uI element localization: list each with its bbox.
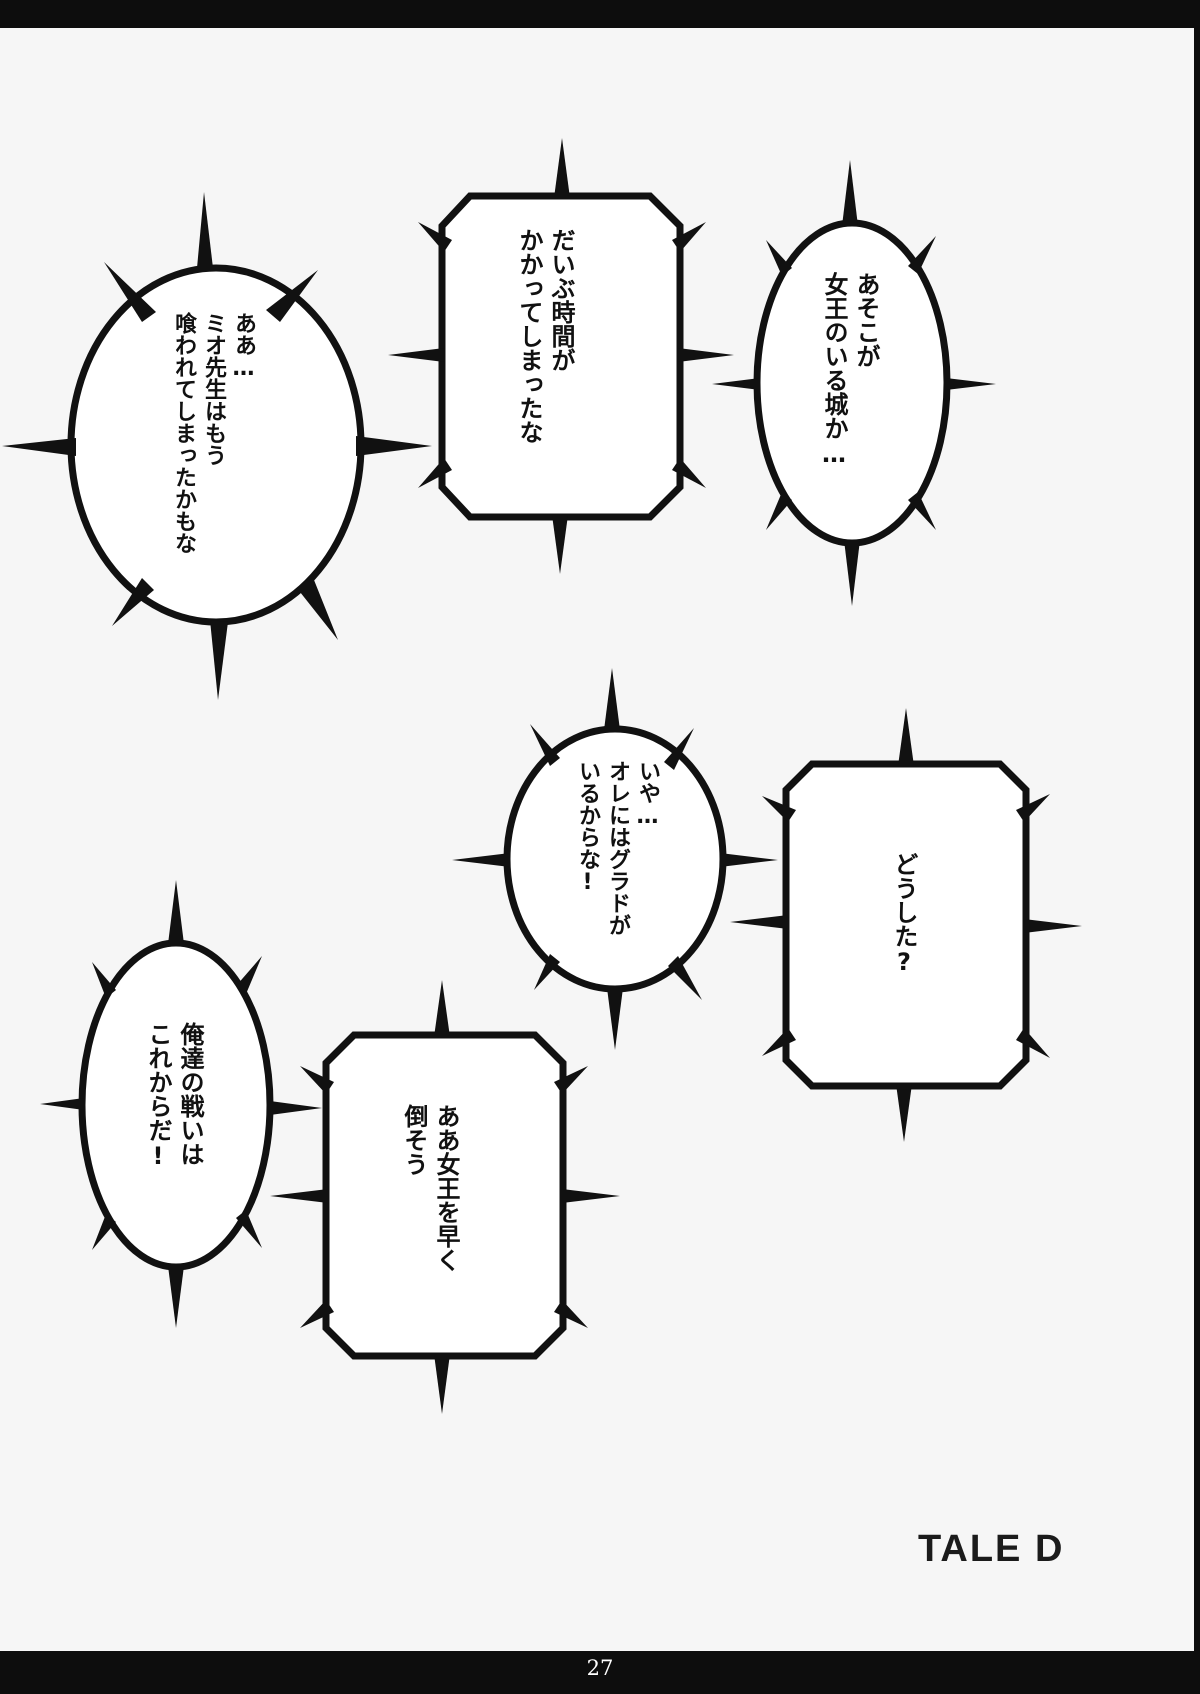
balloon-b6-text: ああ女王を早く 倒そう (398, 1104, 462, 1272)
balloon-b4-text: どうした? (888, 852, 920, 976)
balloon-b4-shape (782, 760, 1030, 1090)
balloon-b2-line-2: かかってしまったな (515, 228, 543, 444)
balloon-b6-line-2: 倒そう (400, 1104, 428, 1176)
balloon-b3-line-3: 喰われてしまったかもな (171, 312, 196, 554)
balloon-b7-line-2: これからだ! (144, 1022, 172, 1170)
balloon-b6-shape (322, 1031, 567, 1360)
balloon-b5-line-2: オレにはグラドが (605, 760, 630, 936)
balloon-b2-text: だいぶ時間が かかってしまったな (513, 228, 577, 444)
balloon-b1-line-2: 女王のいる城か… (820, 272, 848, 468)
balloon-b4-line-1: どうした? (890, 852, 918, 976)
balloon-b1-line-1: あそこが (852, 272, 880, 368)
balloon-b3-line-1: ああ… (231, 312, 256, 381)
balloon-b7-text: 俺達の戦いは これからだ! (142, 1022, 206, 1170)
balloon-b5-line-3: いるからな! (575, 760, 600, 895)
balloon-b7-line-1: 俺達の戦いは (176, 1022, 204, 1166)
balloon-b2-line-1: だいぶ時間が (547, 228, 575, 372)
page-number: 27 (586, 1656, 614, 1680)
brand-logo-text: TALE D (918, 1528, 1065, 1570)
balloon-b5-line-1: いや… (635, 760, 660, 829)
balloon-b3-text: ああ… ミオ先生はもう 喰われてしまったかもな (168, 312, 258, 554)
balloon-b2-shape (438, 192, 684, 521)
balloon-spikes (2, 138, 1082, 1414)
balloon-b5-text: いや… オレにはグラドが いるからな! (572, 760, 662, 936)
balloon-b3-line-2: ミオ先生はもう (201, 312, 226, 466)
balloon-b1-text: あそこが 女王のいる城か… (818, 272, 882, 468)
balloon-b6-line-1: ああ女王を早く (432, 1104, 460, 1272)
bottom-frame-bar (0, 1651, 1200, 1694)
